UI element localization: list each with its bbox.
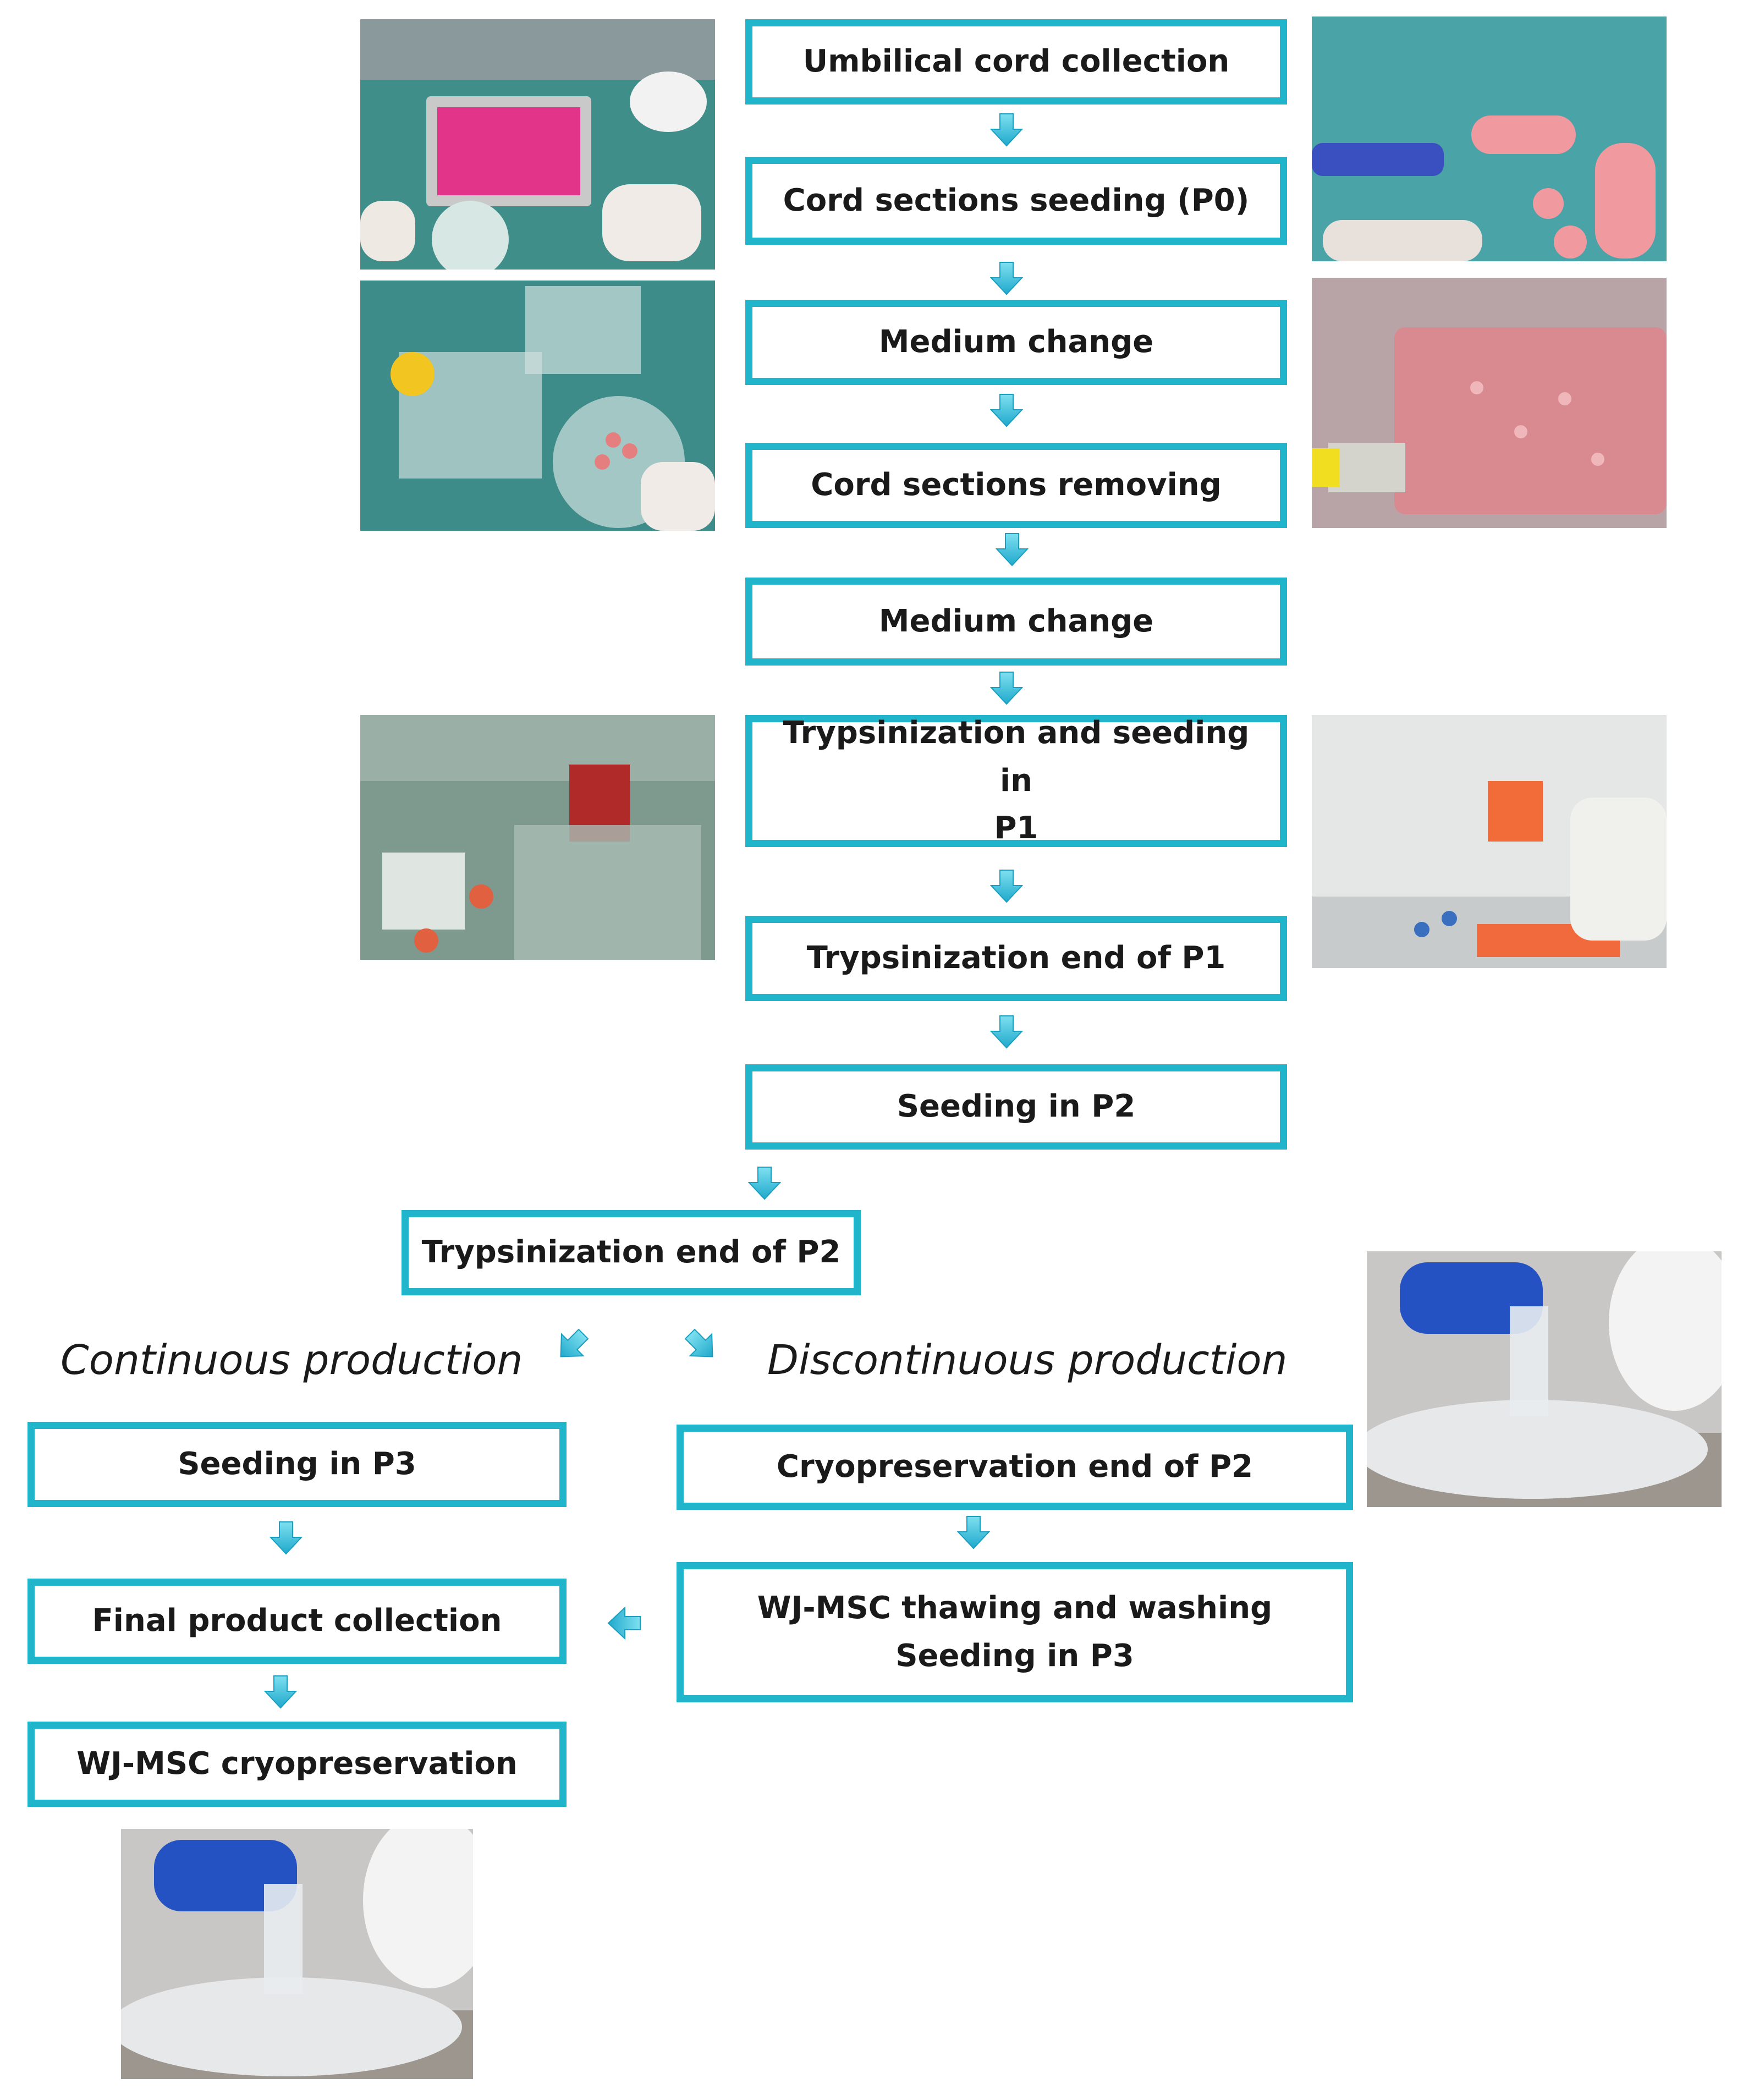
photo-cleanroom-bag	[360, 715, 715, 960]
down-arrow-icon	[990, 113, 1023, 147]
step-seeding-p3: Seeding in P3	[28, 1422, 567, 1507]
down-arrow-icon	[270, 1521, 303, 1555]
step-seeding-p2: Seeding in P2	[745, 1064, 1287, 1150]
photo-cord-sections-flask	[360, 281, 715, 531]
diagonal-arrow-right-icon	[678, 1322, 725, 1369]
step-cord-sections-removing: Cord sections removing	[745, 443, 1287, 528]
down-arrow-icon	[990, 869, 1023, 903]
step-cord-sections-seeding: Cord sections seeding (P0)	[745, 157, 1287, 245]
step-cryopreservation-end-p2: Cryopreservation end of P2	[677, 1425, 1353, 1510]
step-medium-change-2: Medium change	[745, 578, 1287, 666]
photo-flask-medium	[1312, 278, 1667, 528]
down-arrow-icon	[996, 532, 1029, 567]
photo-cord-tray	[360, 19, 715, 270]
down-arrow-icon	[990, 671, 1023, 705]
down-arrow-icon	[990, 1015, 1023, 1049]
down-arrow-icon	[990, 261, 1023, 295]
step-medium-change-1: Medium change	[745, 300, 1287, 385]
down-arrow-icon	[748, 1166, 781, 1200]
left-arrow-icon	[607, 1607, 641, 1640]
step-final-product-collection: Final product collection	[28, 1579, 567, 1664]
photo-cryo-tank-right	[1367, 1251, 1722, 1507]
step-thawing-washing-seeding-p3: WJ-MSC thawing and washing Seeding in P3	[677, 1562, 1353, 1702]
photo-flask-handling	[1312, 715, 1667, 968]
diagonal-arrow-left-icon	[548, 1322, 596, 1369]
step-umbilical-cord-collection: Umbilical cord collection	[745, 19, 1287, 105]
heading-discontinuous-production: Discontinuous production	[767, 1337, 1288, 1384]
down-arrow-icon	[990, 393, 1023, 427]
down-arrow-icon	[957, 1515, 990, 1549]
photo-cord-pieces	[1312, 17, 1667, 261]
step-trypsinization-end-p1: Trypsinization end of P1	[745, 916, 1287, 1001]
step-trypsinization-end-p2: Trypsinization end of P2	[402, 1210, 861, 1295]
step-trypsinization-seeding-p1: Trypsinization and seeding in P1	[745, 715, 1287, 847]
photo-cryo-tank-bottom	[121, 1829, 473, 2079]
heading-continuous-production: Continuous production	[61, 1337, 523, 1384]
step-wjmsc-cryopreservation: WJ-MSC cryopreservation	[28, 1722, 567, 1807]
down-arrow-icon	[264, 1675, 297, 1709]
